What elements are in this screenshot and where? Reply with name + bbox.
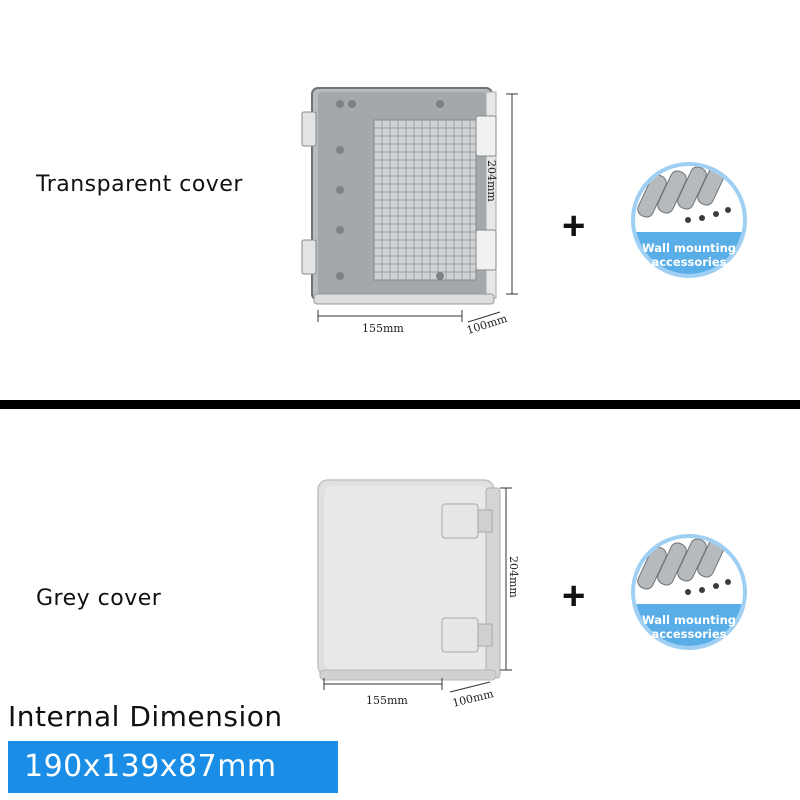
top-badge-line2: accessories xyxy=(651,255,726,269)
bottom-height-dimension: 204mm xyxy=(507,556,520,598)
section-divider xyxy=(0,400,800,409)
bottom-accessories-badge: Wall mounting accessories xyxy=(631,534,747,650)
bottom-badge-line2: accessories xyxy=(651,627,726,641)
bottom-badge-line1: Wall mounting xyxy=(642,613,736,627)
top-badge-line1: Wall mounting xyxy=(642,241,736,255)
top-height-dimension: 204mm xyxy=(485,160,498,202)
top-width-dimension: 155mm xyxy=(362,322,404,335)
grey-cover-label: Grey cover xyxy=(36,586,162,611)
top-plus-sign: + xyxy=(562,204,586,248)
bottom-dimension-lines xyxy=(323,487,512,693)
top-accessories-badge: Wall mounting accessories xyxy=(631,162,747,278)
transparent-cover-label: Transparent cover xyxy=(36,172,243,197)
internal-dimension-title: Internal Dimension xyxy=(8,700,283,733)
bottom-width-dimension: 155mm xyxy=(366,694,408,707)
grey-enclosure-image xyxy=(317,479,501,681)
internal-dimension-value: 190x139x87mm xyxy=(8,741,338,793)
top-dimension-lines xyxy=(317,93,518,323)
bottom-plus-sign: + xyxy=(562,574,586,618)
transparent-enclosure-image xyxy=(301,87,497,305)
